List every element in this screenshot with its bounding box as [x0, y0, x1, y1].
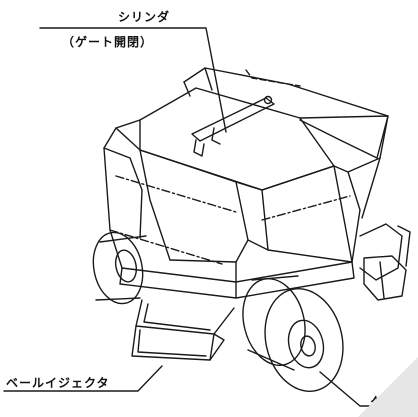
page-corner-fold: [358, 357, 418, 417]
right-upper-panel: [299, 115, 389, 263]
bale-ejector-frame: [131, 299, 235, 361]
leader-cylinder: [39, 27, 227, 133]
main-body: [103, 119, 355, 299]
right-drive-unit: [359, 223, 411, 301]
gate-cylinder: [191, 95, 275, 157]
top-lid: [139, 87, 335, 191]
rear-housing: [183, 67, 389, 159]
right-tire: [242, 275, 344, 392]
label-bale-ejector: ベールイジェクタ: [6, 376, 110, 390]
leader-lines: [3, 27, 415, 407]
label-cylinder-gate: （ゲート開閉）: [62, 35, 154, 49]
leader-bale-ejector: [3, 365, 163, 392]
left-wheel: [92, 231, 147, 305]
label-cylinder: シリンダ: [118, 10, 171, 24]
